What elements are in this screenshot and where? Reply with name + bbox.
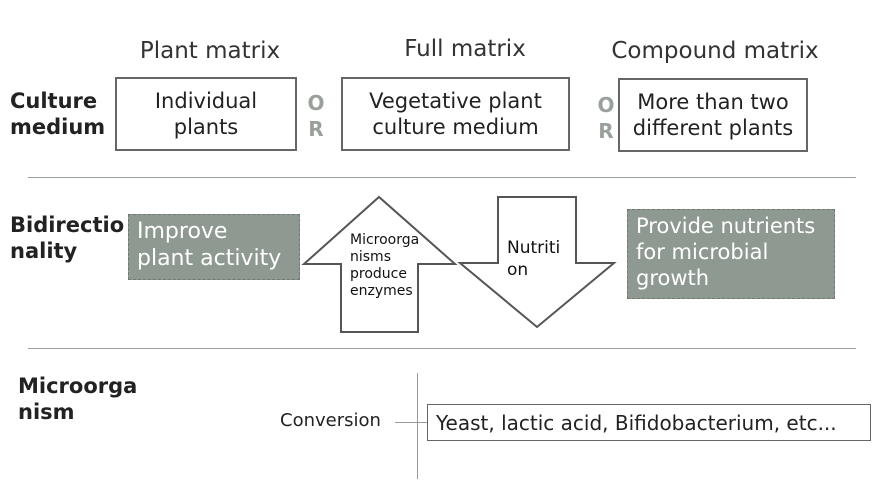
conversion-connector-line (395, 422, 427, 423)
box-provide-nutrients: Provide nutrients for microbial growth (627, 209, 835, 299)
box-improve-plant-activity: Improve plant activity (128, 214, 300, 280)
vertical-divider (417, 373, 418, 479)
or-connector-2: O R (597, 93, 615, 143)
down-arrow (457, 196, 617, 329)
microorganism-examples-text: Yeast, lactic acid, Bifidobacterium, etc… (436, 410, 837, 435)
box-vegetative-text: Vegetative plant culture medium (369, 89, 542, 139)
box-more-than-two-plants: More than two different plants (618, 78, 808, 152)
box-more-than-two-text: More than two different plants (632, 90, 794, 140)
separator-line-2 (28, 348, 856, 349)
column-heading-compound-matrix: Compound matrix (611, 38, 819, 64)
column-heading-plant-matrix: Plant matrix (139, 38, 281, 64)
box-vegetative-plant-culture-medium: Vegetative plant culture medium (341, 77, 570, 151)
row-label-culture-medium: Culture medium (10, 89, 106, 139)
or-connector-1: O R (307, 91, 325, 141)
box-individual-plants: Individual plants (115, 77, 297, 151)
up-arrow (301, 195, 458, 333)
box-individual-plants-text: Individual plants (154, 89, 258, 139)
conversion-label: Conversion (280, 410, 381, 431)
down-arrow-text: Nutriti on (507, 238, 561, 280)
separator-line-1 (28, 177, 856, 178)
box-microorganism-examples: Yeast, lactic acid, Bifidobacterium, etc… (427, 404, 871, 441)
up-arrow-text: Microorga nisms produce enzymes (350, 232, 420, 299)
column-heading-full-matrix: Full matrix (404, 36, 526, 62)
row-label-bidirectionality: Bidirectio nality (10, 213, 125, 263)
row-label-microorganism: Microorga nism (18, 374, 138, 424)
